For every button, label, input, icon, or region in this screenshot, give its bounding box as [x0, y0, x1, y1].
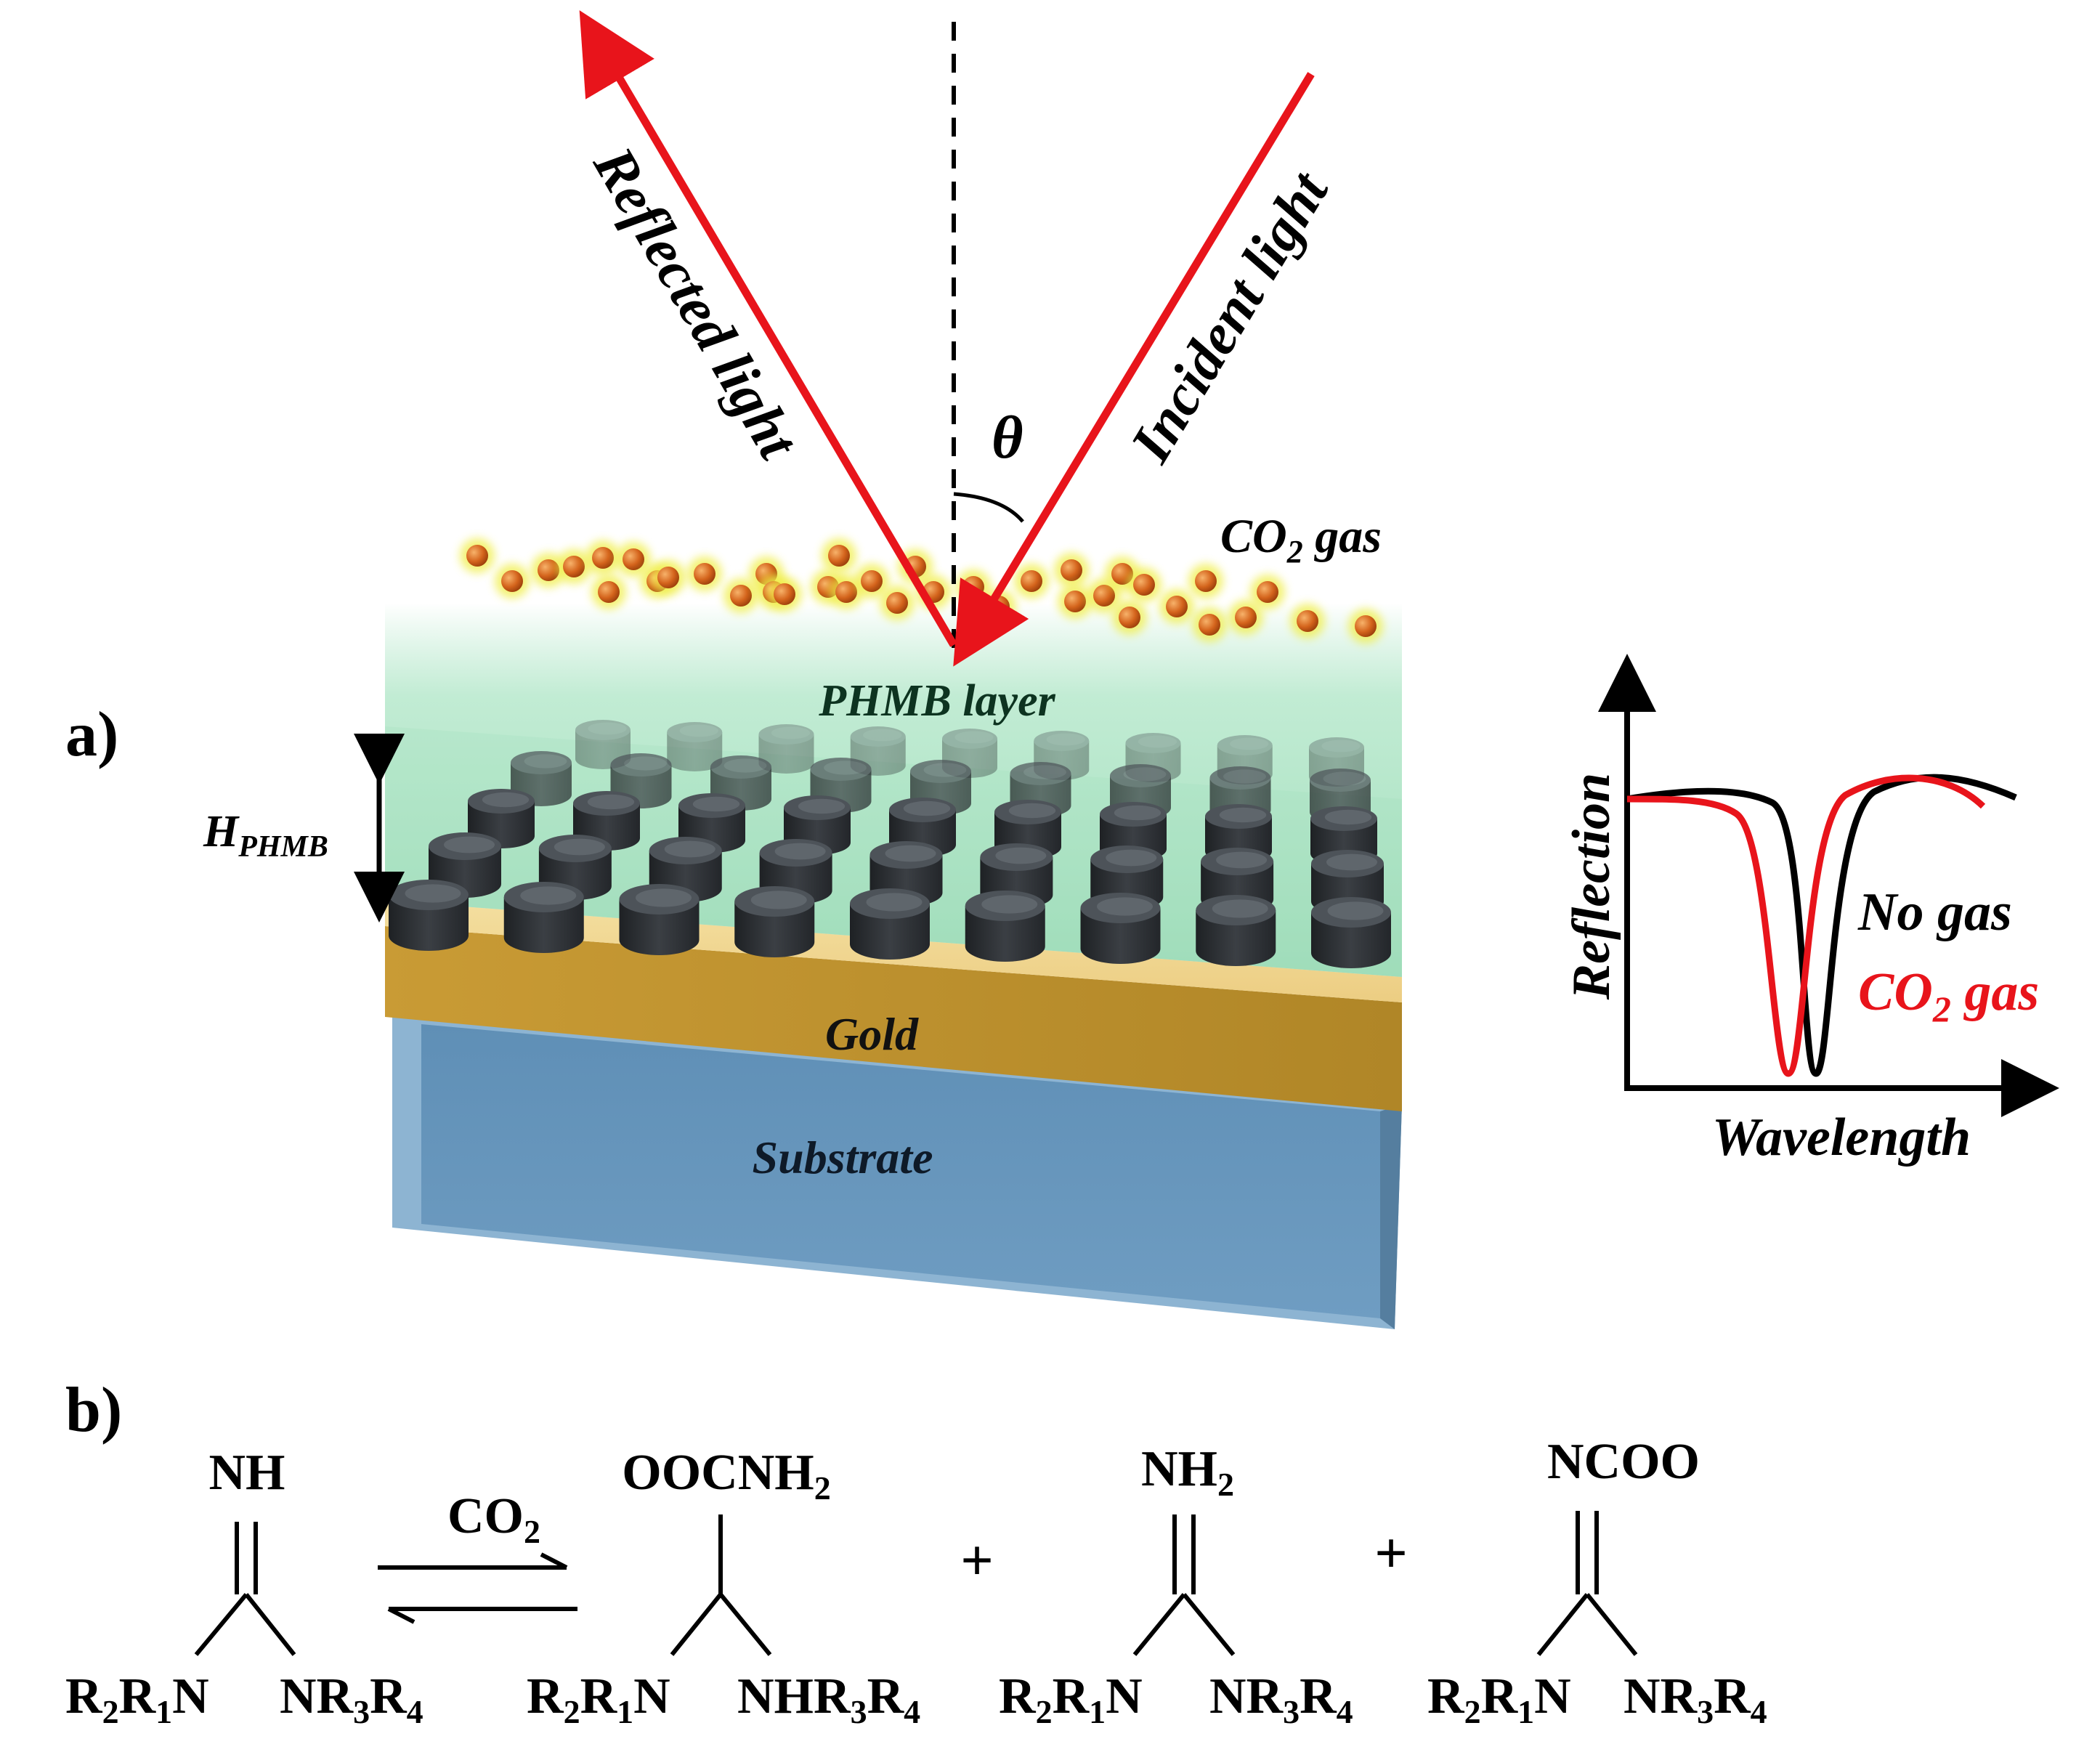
- nanopillar: [667, 722, 723, 771]
- product2-top-group: NH2: [1141, 1441, 1234, 1503]
- nanopillar: [734, 886, 815, 957]
- nanopillar: [1080, 893, 1161, 964]
- gold-label: Gold: [825, 1008, 919, 1060]
- product2-left-group: R2R1N: [999, 1668, 1143, 1730]
- product2-right-group: NR3R4: [1209, 1668, 1353, 1730]
- nanopillar: [619, 884, 700, 955]
- legend-no-gas: No gas: [1857, 883, 2012, 942]
- nanopillar: [610, 753, 672, 808]
- panel-b-label: b): [65, 1375, 122, 1445]
- product1-left-group: R2R1N: [527, 1668, 670, 1730]
- legend-co2-gas: CO2 gas: [1858, 962, 2039, 1029]
- product-carbamate: OOCNH2 R2R1N NHR3R4: [527, 1445, 920, 1730]
- co2-molecule: [531, 553, 566, 588]
- nanopillar: [758, 724, 814, 774]
- nanopillar: [784, 795, 851, 855]
- product3-right-group: NR3R4: [1623, 1668, 1767, 1730]
- nanopillar: [850, 888, 930, 960]
- co2-molecule: [1112, 600, 1147, 635]
- no-gas-curve: [1626, 774, 2017, 1077]
- inset-x-label: Wavelength: [1712, 1108, 1971, 1167]
- angle-arc: [953, 492, 1024, 523]
- co2-molecule: [687, 556, 722, 591]
- co2-molecule: [822, 538, 856, 573]
- product-guanidinium: NH2 R2R1N NR3R4: [999, 1441, 1353, 1730]
- co2-molecule: [1159, 589, 1194, 624]
- co2-molecule: [495, 564, 530, 599]
- nanopillar: [678, 793, 745, 853]
- nanopillar: [1196, 895, 1276, 966]
- nanopillar: [503, 882, 584, 953]
- reflected-light-label: Reflected light: [580, 136, 811, 471]
- nanopillar: [429, 832, 501, 898]
- co2-molecule: [460, 538, 495, 573]
- co2-molecule: [723, 578, 758, 613]
- nanopillar: [1311, 897, 1391, 968]
- nanopillar-array: [389, 720, 1391, 968]
- co2-molecule: [556, 549, 591, 584]
- co2-molecule: [1250, 575, 1285, 609]
- plus-sign-1: +: [960, 1529, 994, 1593]
- reactant-left-group: R2R1N: [65, 1668, 209, 1730]
- co2-molecule: [1188, 564, 1223, 599]
- inset-y-label: Reflection: [1562, 773, 1621, 1000]
- reflected-light-ray: [579, 10, 957, 647]
- co2-molecule: [880, 585, 915, 620]
- substrate-layer: [392, 1017, 1402, 1329]
- co2-molecule: [1290, 604, 1325, 638]
- phmb-layer-label: PHMB layer: [818, 676, 1055, 726]
- product3-left-group: R2R1N: [1427, 1668, 1571, 1730]
- co2-molecule: [1127, 567, 1162, 602]
- product3-top-group: NCOO: [1547, 1434, 1700, 1490]
- reactant-right-group: NR3R4: [280, 1668, 423, 1730]
- product1-right-group: NHR3R4: [737, 1668, 920, 1730]
- panel-a-label: a): [65, 699, 118, 770]
- phmb-thickness-label: HPHMB: [203, 807, 328, 864]
- nanopillar: [980, 843, 1053, 909]
- co2-molecule: [1058, 584, 1092, 619]
- reactant-guanidine: NH R2R1N NR3R4: [65, 1445, 423, 1730]
- co2-molecule: [651, 560, 686, 595]
- theta-label: θ: [992, 404, 1023, 471]
- nanopillar: [389, 880, 469, 951]
- co2-molecule: [1228, 600, 1263, 635]
- plus-sign-2: +: [1374, 1522, 1408, 1586]
- co2-molecule: [585, 540, 620, 575]
- incident-light-ray: [953, 72, 1315, 667]
- co2-molecule: [1054, 553, 1089, 588]
- reflection-spectrum-inset: Reflection Wavelength No gas CO2 gas: [1562, 654, 2059, 1167]
- reactant-top-group: NH: [209, 1445, 285, 1501]
- co2-gas-label: CO2 gas: [1220, 510, 1382, 569]
- equilibrium-arrows: CO2: [378, 1488, 577, 1624]
- co2-molecule: [1348, 609, 1383, 644]
- co2-molecule: [591, 575, 626, 609]
- nanopillar: [965, 891, 1045, 962]
- co2-molecule: [1014, 564, 1049, 599]
- co2-molecule: [616, 542, 651, 577]
- co2-molecule: [767, 577, 802, 612]
- product1-top-group: OOCNH2: [622, 1445, 830, 1506]
- substrate-label: Substrate: [753, 1132, 933, 1183]
- product-isocyanate-carboxylate: NCOO R2R1N NR3R4: [1427, 1434, 1767, 1730]
- co2-molecule: [854, 564, 889, 599]
- arrow-co2-label: CO2: [447, 1488, 540, 1550]
- co2-molecule: [1192, 607, 1227, 642]
- co2-gas-curve: [1626, 774, 1986, 1077]
